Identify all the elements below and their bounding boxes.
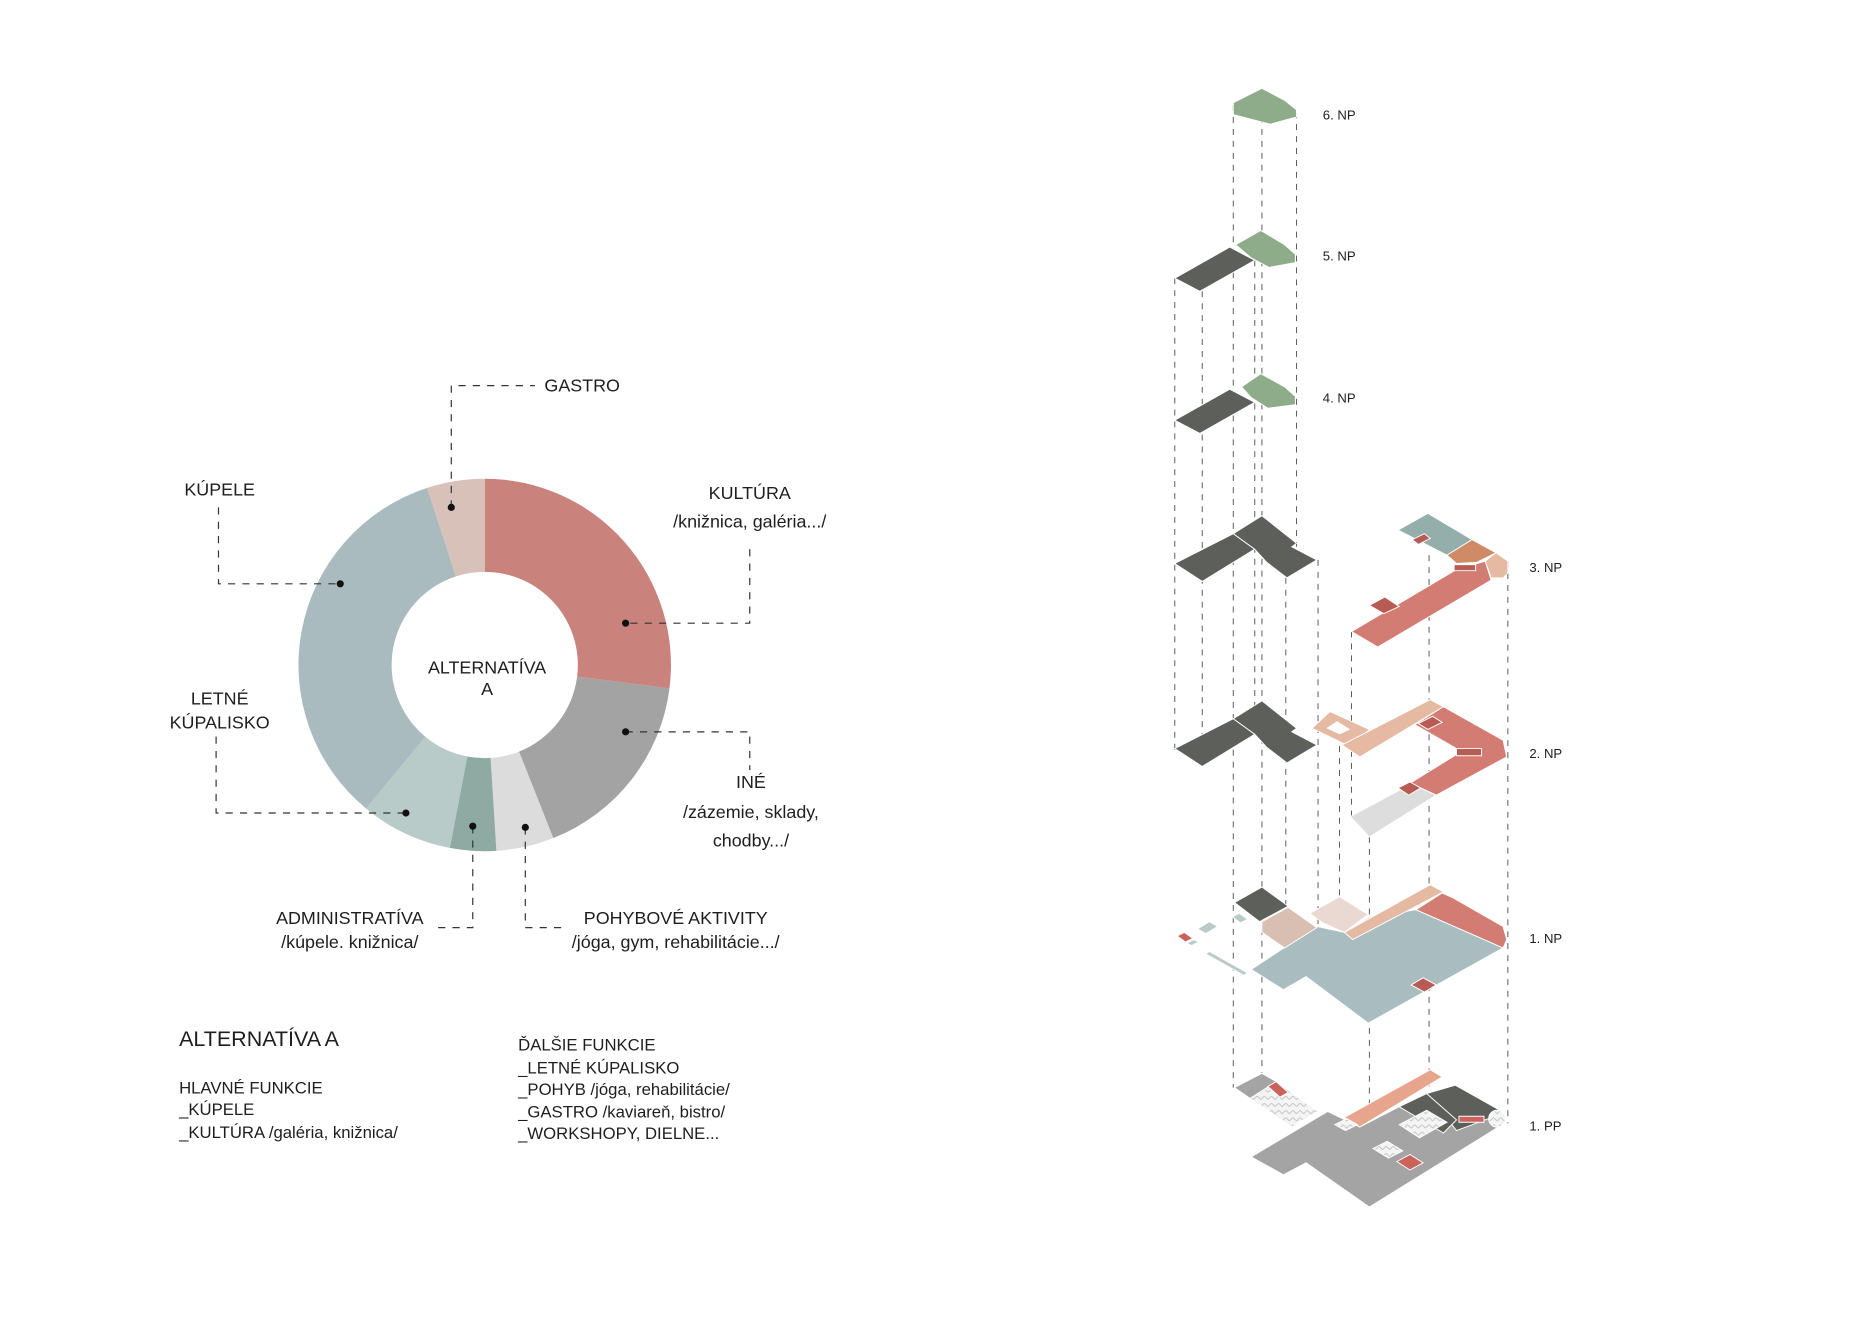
donut-slice-kultúra <box>484 478 671 689</box>
label-ine: INÉ <box>736 772 766 792</box>
floor-plate-2np <box>1173 699 1508 838</box>
floor-plate-5np <box>1173 229 1296 292</box>
label-kultura-sub: /knižnica, galéria.../ <box>673 512 826 532</box>
floor-label-1np: 1. NP <box>1529 931 1562 946</box>
label-admin: ADMINISTRATÍVA <box>276 908 424 928</box>
donut-center-label-1: ALTERNATÍVA <box>428 657 546 677</box>
donut-slice-iné <box>518 676 670 839</box>
floor-label-4np: 4. NP <box>1323 390 1356 405</box>
donut-slice-pohybové-aktivity <box>490 751 554 851</box>
main-functions-heading: HLAVNÉ FUNKCIE <box>179 1079 323 1098</box>
donut-center-label-2: A <box>481 679 493 699</box>
floor-plate-4np <box>1173 373 1296 434</box>
main-function-item: _KÚPELE <box>178 1100 254 1119</box>
floor-plate-6np <box>1232 87 1298 125</box>
donut-slice-administratíva <box>449 756 497 852</box>
main-function-item: _KULTÚRA /galéria, knižnica/ <box>178 1123 398 1142</box>
label-pohyb: POHYBOVÉ AKTIVITY <box>584 908 768 928</box>
floor-plate-1np <box>1176 884 1508 1024</box>
floor-label-2np: 2. NP <box>1529 746 1562 761</box>
donut-slice-gastro <box>427 478 485 577</box>
other-function-item: _POHYB /jóga, rehabilitácie/ <box>517 1080 730 1099</box>
function-donut-chart <box>298 478 671 852</box>
floor-plate-1pp <box>1233 1069 1507 1208</box>
label-gastro: GASTRO <box>544 376 620 396</box>
label-kultura: KULTÚRA <box>709 482 791 503</box>
label-letne-2: KÚPALISKO <box>170 711 270 732</box>
label-pohyb-sub: /jóga, gym, rehabilitácie.../ <box>572 932 780 952</box>
floor-label-3np: 3. NP <box>1529 560 1562 575</box>
floor-plate-3np <box>1173 512 1509 648</box>
other-function-item: _LETNÉ KÚPALISKO <box>517 1058 679 1077</box>
label-letne-1: LETNÉ <box>191 688 249 708</box>
label-ine-sub2: chodby.../ <box>713 830 789 850</box>
other-function-item: _WORKSHOPY, DIELNE... <box>517 1124 719 1143</box>
donut-slice-letné-kúpalisko <box>366 736 468 848</box>
summary-title: ALTERNATÍVA A <box>179 1026 340 1051</box>
floor-label-6np: 6. NP <box>1323 107 1356 122</box>
floor-label-1pp: 1. PP <box>1529 1119 1561 1134</box>
donut-slice-kúpele <box>298 487 456 809</box>
floor-label-5np: 5. NP <box>1323 248 1356 263</box>
label-admin-sub: /kúpele. knižnica/ <box>281 932 418 952</box>
label-kupele: KÚPELE <box>184 478 255 499</box>
other-functions-heading: ĎALŠIE FUNKCIE <box>518 1036 655 1055</box>
other-function-item: _GASTRO /kaviareň, bistro/ <box>517 1102 725 1121</box>
label-ine-sub1: /zázemie, sklady, <box>683 802 819 822</box>
